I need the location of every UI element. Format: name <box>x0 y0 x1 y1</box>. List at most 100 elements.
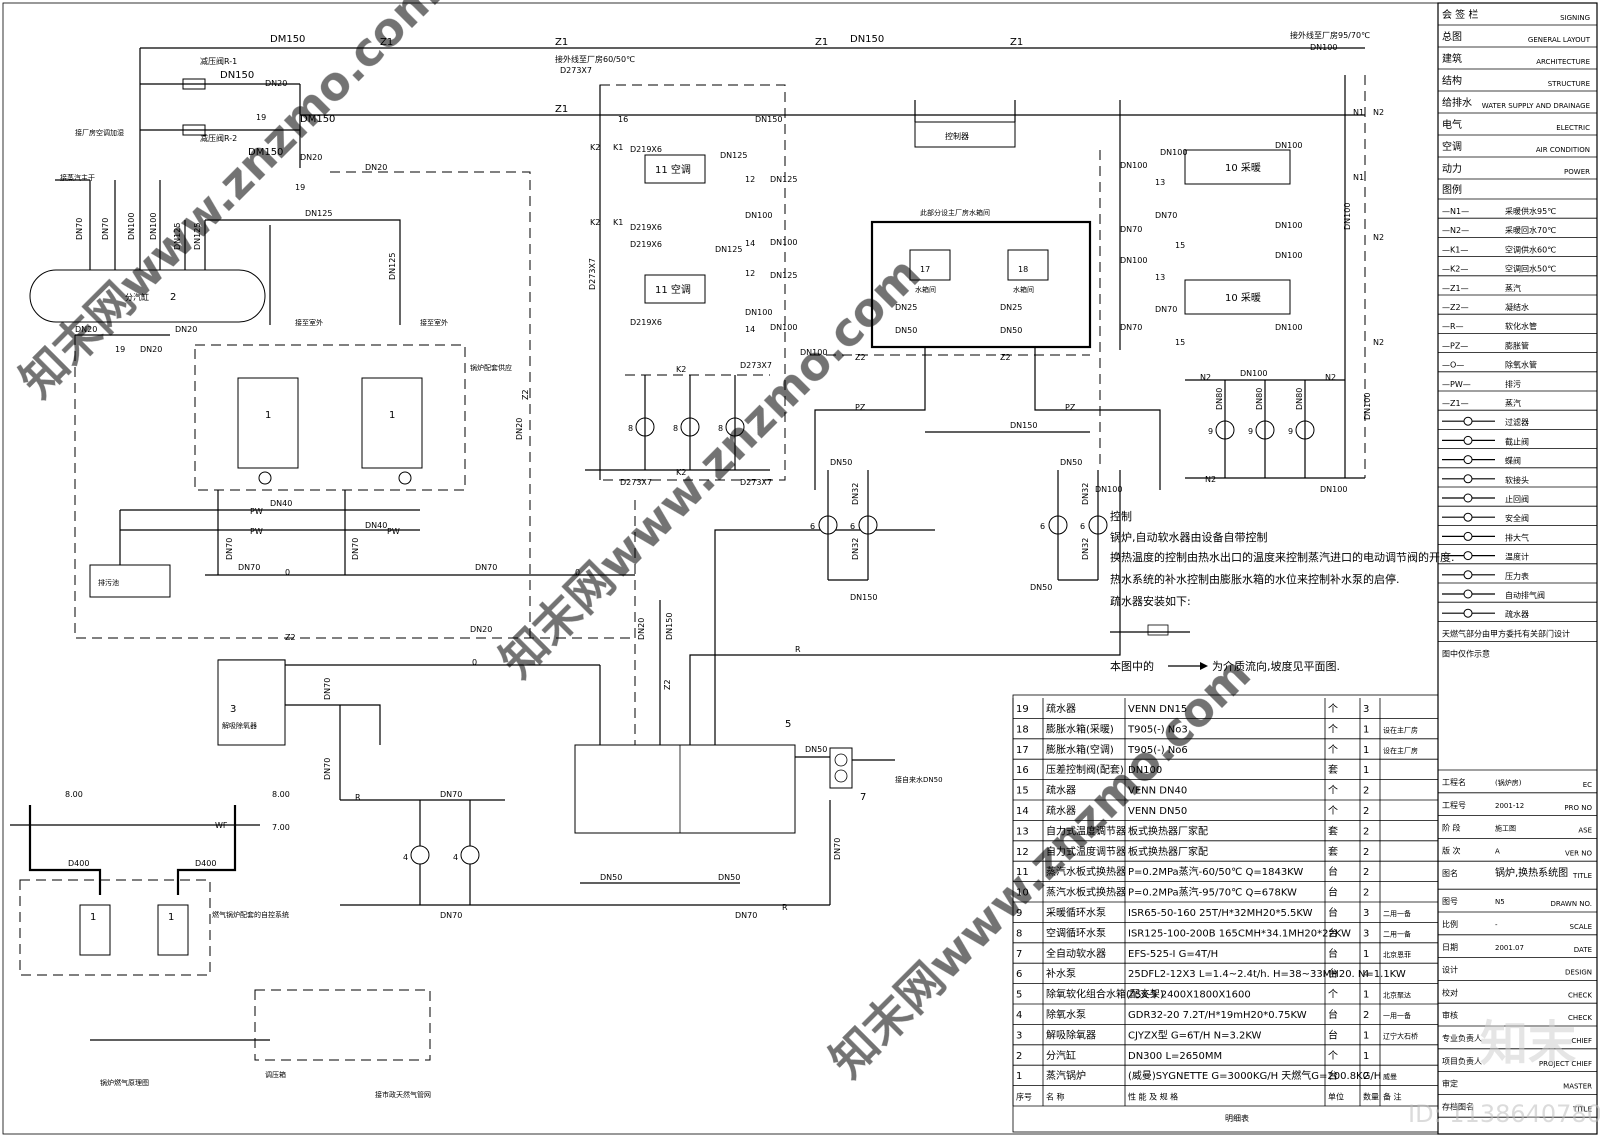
legend-text: 除氧水管 <box>1505 360 1537 370</box>
table-cell-no: 10 <box>1016 888 1029 899</box>
table-cell-no: 3 <box>1016 1030 1022 1041</box>
elevation-label: 8.00 <box>272 790 290 799</box>
dn100-label: DN100 <box>1275 141 1302 150</box>
table-cell-spec: (威曼)SYGNETTE G=3000KG/H 天燃气G=200.8KG/H <box>1128 1069 1381 1082</box>
dn20-label: DN20 <box>515 418 524 440</box>
table-cell-name: 膨胀水箱(空调) <box>1046 743 1114 756</box>
tank-number: 5 <box>785 719 791 730</box>
dn125-label: DN125 <box>720 151 747 160</box>
table-cell-unit: 台 <box>1328 865 1338 878</box>
dn100-label: DN100 <box>1275 221 1302 230</box>
legend-item: —N2—采暖回水70℃ <box>1438 225 1597 238</box>
table-cell-qty: 3 <box>1363 704 1369 715</box>
plate-heat-exchanger-10 <box>1184 279 1291 315</box>
table-cell-no: 5 <box>1016 990 1022 1001</box>
table-cell-no: 4 <box>1016 1010 1022 1021</box>
pump-number: 6 <box>1080 522 1085 531</box>
legend-item: 疏水器 <box>1438 608 1597 622</box>
control-title: 控制 <box>1110 509 1132 523</box>
vent-note: 接至室外 <box>420 318 448 327</box>
legend-item: 压力表 <box>1438 570 1597 584</box>
legend-fitting-icon <box>1463 493 1473 503</box>
regulator-13-label: 13 <box>1155 178 1165 187</box>
table-cell-name: 分汽缸 <box>1046 1049 1076 1062</box>
pump-number: 8 <box>718 424 723 433</box>
project-row-en: ASE <box>1578 827 1592 835</box>
burner-icon <box>398 471 412 485</box>
table-cell-spec: ZSX-5 2400X1800X1600 <box>1128 990 1251 1001</box>
table-cell-unit: 个 <box>1328 744 1338 756</box>
project-row-cn: 工程号 <box>1442 801 1466 810</box>
dn70-label: DN70 <box>225 538 234 560</box>
z1-label: Z1 <box>555 104 568 115</box>
d219-label: D219X6 <box>630 318 662 327</box>
table-cell-name: 解吸除氧器 <box>1046 1028 1096 1041</box>
dn70-label: DN70 <box>1155 211 1177 220</box>
table-header-unit: 单位 <box>1328 1092 1344 1102</box>
o-label: 0 <box>285 568 290 577</box>
dn70-label: DN70 <box>75 218 84 240</box>
table-cell-remark: 二用一备 <box>1383 909 1411 918</box>
deaerated-water-pump-4 <box>410 845 430 865</box>
table-cell-no: 11 <box>1016 867 1029 878</box>
sign-row-en: WATER SUPPLY AND DRAINAGE <box>1482 102 1590 110</box>
pump-number: 8 <box>628 424 633 433</box>
project-row-en: SCALE <box>1570 923 1592 931</box>
table-cell-spec: ISR125-100-200B 165CMH*34.1MH20*22KW <box>1128 928 1351 939</box>
tank18-label: 水箱间 <box>1013 285 1034 294</box>
dn150-label: DN150 <box>665 613 674 640</box>
legend-text: 蒸汽 <box>1505 398 1521 408</box>
expansion-tank-zone: 控制器 此部分设主厂房水箱间 17 水箱间 18 水箱间 DN25 DN25 D… <box>810 100 1161 592</box>
dn100-label: DN100 <box>1160 148 1187 157</box>
elevation-label: 7.00 <box>272 823 290 832</box>
condensate-loop: Z2 DN20 Z2 DN20 DN20 DN150 Z2 <box>74 171 674 745</box>
dn80-label: DN80 <box>1215 388 1224 410</box>
project-row-value: 2001-12 <box>1495 802 1524 810</box>
table-cell-qty: 2 <box>1363 806 1369 817</box>
dn20-label: DN20 <box>75 325 97 334</box>
table-cell-qty: 1 <box>1363 724 1369 735</box>
legend-text: 排污 <box>1505 379 1521 389</box>
sign-row-cn: 结构 <box>1442 74 1462 87</box>
legend-text: 蒸汽 <box>1505 283 1521 293</box>
legend-fitting-icon <box>1463 608 1473 618</box>
project-row-cn: 项目负责人 <box>1442 1056 1482 1066</box>
table-cell-spec: T905(-) No6 <box>1127 745 1188 756</box>
watermark-brand: 知末 <box>1480 1016 1576 1072</box>
project-row-cn: 专业负责人 <box>1442 1033 1482 1043</box>
legend-fitting-icon <box>1463 455 1473 465</box>
softened-water-tank-5 <box>574 744 796 834</box>
table-cell-unit: 套 <box>1328 824 1338 837</box>
table-cell-qty: 2 <box>1363 826 1369 837</box>
deaerator-label: 解吸除氧器 <box>222 721 257 730</box>
table-cell-unit: 个 <box>1328 1050 1338 1062</box>
dn20-label: DN20 <box>470 625 492 634</box>
dn50-label: DN50 <box>830 458 852 467</box>
legend-item: 安全阀 <box>1438 512 1597 526</box>
d273-label: D273X7 <box>740 361 772 370</box>
table-cell-spec: P=0.2MPa蒸汽-95/70℃ Q=678KW <box>1128 886 1297 899</box>
dn70-label: DN70 <box>1155 305 1177 314</box>
flue-size-label: D400 <box>68 859 89 868</box>
pw-label: PW <box>387 527 400 536</box>
legend-text: 采暖回水70℃ <box>1505 225 1556 235</box>
sign-row-cn: 总图 <box>1442 30 1462 43</box>
table-cell-no: 2 <box>1016 1051 1022 1062</box>
legend-text: 空调回水50℃ <box>1505 264 1556 274</box>
pump-number: 9 <box>1208 427 1213 436</box>
table-cell-spec: DN100 <box>1128 765 1162 776</box>
o-label: 0 <box>575 568 580 577</box>
dn40-label: DN40 <box>365 521 387 530</box>
z2-label: Z2 <box>285 633 296 642</box>
table-cell-no: 1 <box>1016 1071 1022 1082</box>
table-cell-remark: 威曼 <box>1383 1072 1397 1081</box>
dn100-label: DN100 <box>1120 161 1147 170</box>
note-line-2: 换热温度的控制由热水出口的温度来控制蒸汽进口的电动调节阀的开度. <box>1110 550 1455 564</box>
watermark-text: 知末网www.znzmo.com <box>490 246 931 687</box>
legend-item: —Z2—凝结水 <box>1438 302 1597 315</box>
